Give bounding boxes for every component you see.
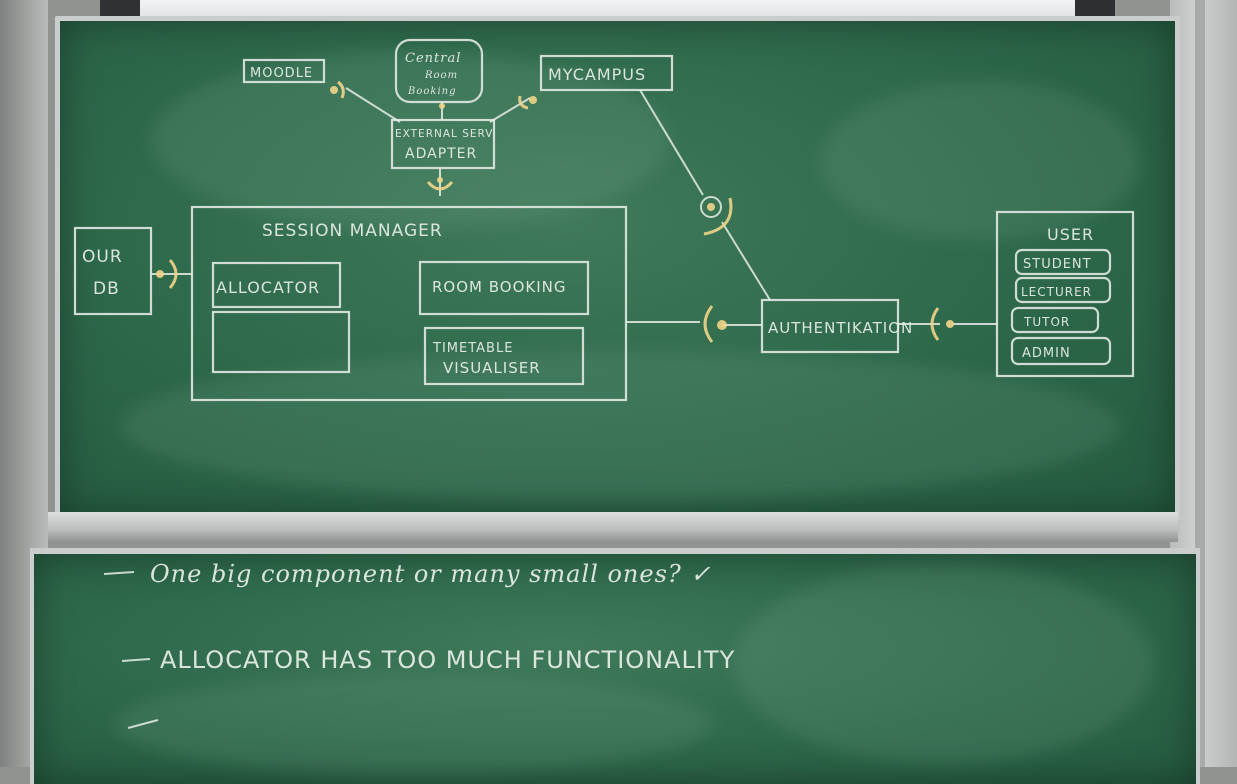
window-frame [100, 0, 140, 18]
role-student: STUDENT [1023, 257, 1092, 272]
note-2: ALLOCATOR HAS TOO MUCH FUNCTIONALITY [160, 646, 735, 674]
user-label: USER [1047, 225, 1094, 244]
user-box: USER STUDENT LECTURER TUTOR ADMIN [995, 210, 1135, 378]
adapter-line-2: ADAPTER [405, 146, 477, 162]
role-tutor: TUTOR [1023, 315, 1070, 329]
allocator-box: ALLOCATOR [211, 261, 351, 374]
central-room-booking-line-1: Central [405, 51, 461, 66]
external-service-adapter-box: EXTERNAL SERV ADAPTER [390, 118, 496, 170]
window [140, 0, 1080, 18]
mycampus-box: MYCAMPUS [539, 54, 674, 92]
chalk-diagram: MOODLE Central Room Booking MYCAMPUS EXT… [73, 38, 1135, 729]
note-1: One big component or many small ones? ✓ [150, 560, 712, 588]
board-rail [1195, 0, 1205, 767]
adapter-line-1: EXTERNAL SERV [395, 128, 493, 140]
moodle-label: MOODLE [250, 66, 313, 81]
session-manager-box: SESSION MANAGER [190, 205, 628, 402]
role-lecturer: LECTURER [1021, 285, 1092, 299]
mycampus-label: MYCAMPUS [548, 65, 646, 84]
chalkboard-upper [55, 16, 1180, 520]
timetable-visualiser-box: TIMETABLE VISUALISER [423, 326, 585, 386]
timetable-line-1: TIMETABLE [432, 341, 513, 356]
chalkboard-lower [30, 548, 1200, 784]
moodle-box: MOODLE [242, 58, 326, 84]
timetable-line-2: VISUALISER [443, 359, 541, 377]
our-db-box: OUR DB [73, 226, 153, 316]
chalk-tray [48, 512, 1178, 542]
central-room-booking-line-2: Room [424, 70, 458, 81]
allocator-label: ALLOCATOR [216, 278, 320, 297]
authentication-label: AUTHENTIKATION [768, 319, 913, 337]
role-admin: ADMIN [1022, 346, 1071, 361]
room-booking-box: ROOM BOOKING [418, 260, 590, 316]
our-db-line-1: OUR [82, 247, 123, 267]
room-booking-label: ROOM BOOKING [432, 278, 567, 296]
central-room-booking-line-3: Booking [407, 86, 457, 97]
central-room-booking-box: Central Room Booking [394, 38, 484, 104]
authentication-box: AUTHENTIKATION [760, 298, 913, 354]
session-manager-label: SESSION MANAGER [262, 221, 443, 241]
our-db-line-2: DB [93, 279, 120, 299]
